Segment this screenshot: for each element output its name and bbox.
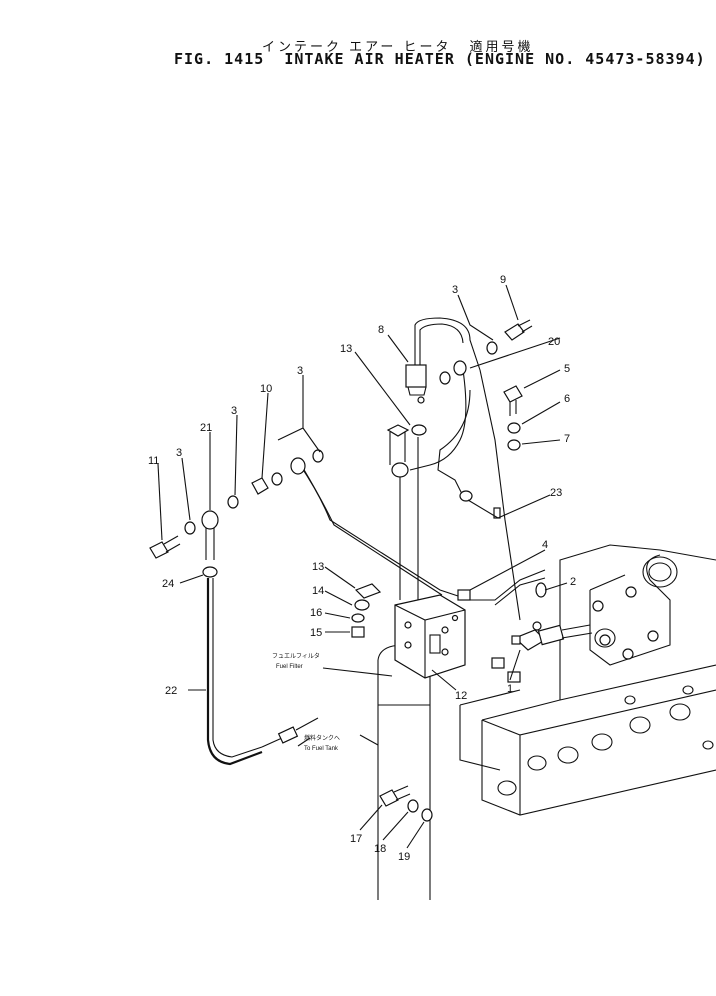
- callout-3b: 3: [297, 365, 303, 377]
- callout-14: 14: [312, 585, 324, 597]
- heater-plug: [511, 621, 593, 651]
- figure-title: FIG. 1415 INTAKE AIR HEATER (ENGINE NO. …: [174, 50, 706, 68]
- callout-15: 15: [310, 627, 322, 639]
- callout-2: 2: [570, 576, 576, 588]
- title-english: INTAKE AIR HEATER: [284, 50, 455, 68]
- callout-3a: 3: [452, 284, 458, 296]
- callout-11: 11: [148, 455, 159, 467]
- fig-number: FIG. 1415: [174, 50, 265, 68]
- part-symbols: [149, 319, 547, 822]
- callout-21: 21: [200, 422, 212, 434]
- heater-wiring: [405, 317, 521, 621]
- callout-4: 4: [542, 539, 548, 551]
- callout-8: 8: [378, 324, 384, 336]
- note-fuel-filter-jp: フュエルフィルタ: [272, 652, 320, 660]
- intake-manifold: [589, 554, 678, 666]
- engine-range: (ENGINE NO. 45473-58394): [464, 50, 706, 68]
- callout-18: 18: [374, 843, 386, 855]
- callout-19: 19: [398, 851, 410, 863]
- callouts: 9 3 8 20 13 5 3 6 10 3 7 21 3 11 23 4 2 …: [148, 274, 576, 863]
- callout-22: 22: [165, 685, 177, 697]
- callout-7: 7: [564, 433, 570, 445]
- callout-20: 20: [548, 336, 560, 348]
- engine-block: [481, 544, 716, 816]
- fuel-filter: [359, 644, 521, 900]
- callout-17: 17: [350, 833, 362, 845]
- callout-16: 16: [310, 607, 322, 619]
- title-jp-applicability: 適用号機: [469, 40, 534, 55]
- note-fuel-filter-en: Fuel Filter: [276, 664, 303, 670]
- callout-10: 10: [260, 383, 272, 395]
- callout-6: 6: [564, 393, 570, 405]
- filter-head: [394, 594, 466, 679]
- callout-3d: 3: [176, 447, 182, 459]
- callout-13a: 13: [340, 343, 352, 355]
- note-fuel-tank-jp: 燃料タンクへ: [304, 734, 340, 742]
- callout-13b: 13: [312, 561, 324, 573]
- title-jp-part-name: インテーク エアー ヒータ: [262, 40, 452, 55]
- leader-lines: [157, 284, 568, 849]
- callout-24: 24: [162, 578, 174, 590]
- callout-3c: 3: [231, 405, 237, 417]
- title-japanese: インテーク エアー ヒータ 適用号機: [262, 36, 534, 55]
- fuel-lines: [206, 464, 546, 766]
- callout-5: 5: [564, 363, 570, 375]
- callout-9: 9: [500, 274, 506, 286]
- callout-12: 12: [455, 690, 467, 702]
- note-fuel-tank-en: To Fuel Tank: [304, 746, 339, 752]
- callout-23: 23: [550, 487, 562, 499]
- notes: フュエルフィルタ Fuel Filter 燃料タンクへ To Fuel Tank: [272, 652, 340, 752]
- callout-1: 1: [507, 683, 513, 695]
